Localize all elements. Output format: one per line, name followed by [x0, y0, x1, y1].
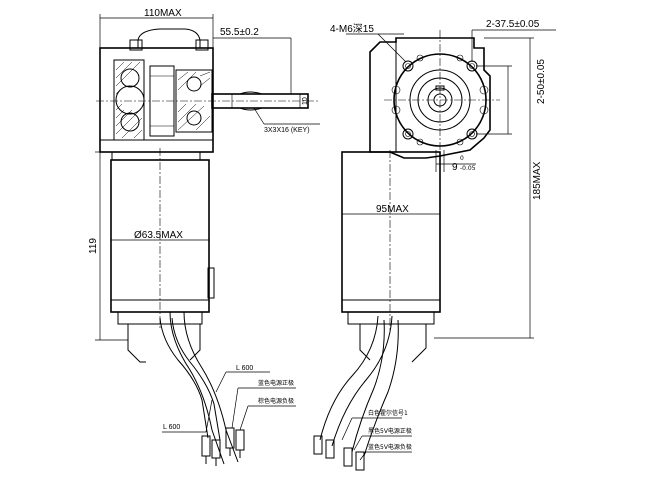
height-max-label: 185MAX — [532, 161, 543, 200]
mount-holes-label: 4-M6深15 — [330, 23, 374, 35]
wire-label-left-a: 蓝色电源正极 — [258, 379, 294, 387]
hole-spacing-y-label: 2-50±0.05 — [536, 59, 547, 104]
key-width-label: 9 — [452, 162, 458, 173]
key-tol-upper-label: 0 — [460, 155, 464, 162]
l600-right-label: L 600 — [236, 365, 253, 372]
gearbox-top-boss — [137, 28, 201, 48]
wire-label-right-b: 黑色5V电源正极 — [368, 427, 412, 435]
shaft-dia-label: 10 — [302, 97, 309, 105]
key-label: 3X3X16 (KEY) — [264, 127, 310, 134]
key-tol-lower-label: -0.05 — [460, 165, 476, 172]
front-view: 4-M6深15 2-37.5±0.05 2-50±0.05 9 0 -0.05 … — [313, 19, 556, 471]
gearbox-body — [99, 47, 214, 153]
left-bearing — [113, 59, 145, 141]
side-view: 110MAX 55.5±0.2 10 3X3X16 (KEY) Ø63.5MAX… — [88, 8, 320, 466]
l600-left-label: L 600 — [163, 424, 180, 431]
body-height-label: 119 — [88, 238, 99, 254]
wire-label-right-c: 蓝色5V电源负极 — [368, 443, 412, 451]
hole-spacing-x-label: 2-37.5±0.05 — [486, 19, 540, 30]
body-dia-label: Ø63.5MAX — [134, 230, 183, 241]
front-housing — [369, 37, 491, 159]
wire-label-left-b: 棕色电源负极 — [258, 397, 294, 405]
front-motor-body — [341, 151, 441, 313]
wire-label-right-a: 白色霍尔信号1 — [368, 409, 408, 417]
overall-length-label: 110MAX — [144, 8, 182, 19]
shaft-offset-label: 55.5±0.2 — [220, 27, 259, 38]
width-max-label: 95MAX — [376, 204, 409, 215]
